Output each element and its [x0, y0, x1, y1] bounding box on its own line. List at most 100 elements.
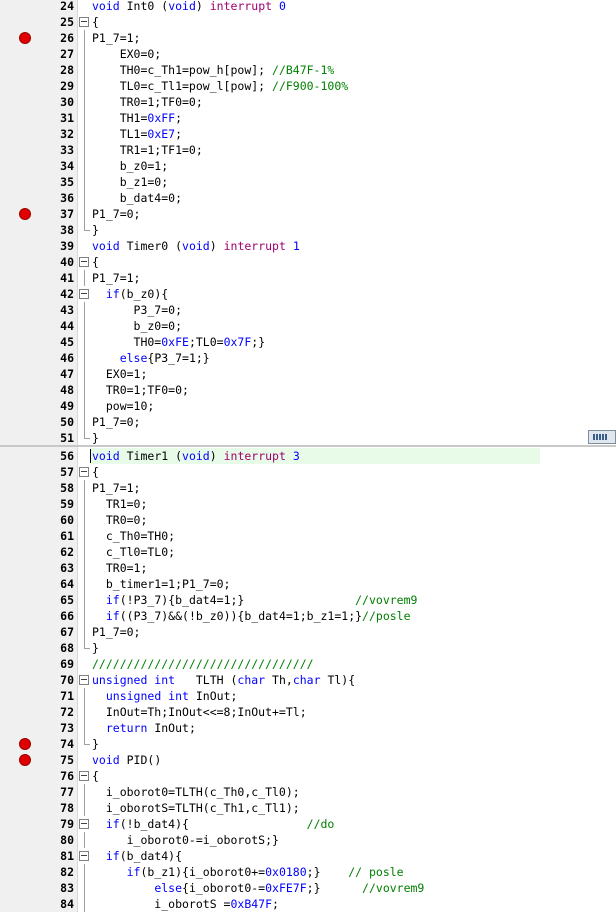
- code-line-84[interactable]: 84 i_oborotS =0xB47F;: [0, 896, 616, 912]
- code-line-45[interactable]: 45 TH0=0xFE;TL0=0x7F;}: [0, 334, 616, 350]
- fold-toggle-icon[interactable]: [79, 17, 89, 27]
- code-line-44[interactable]: 44 b_z0=0;: [0, 318, 616, 334]
- fold-toggle-icon[interactable]: [79, 851, 89, 861]
- code-text[interactable]: EX0=0;: [92, 46, 162, 62]
- editor-split-separator[interactable]: [0, 445, 616, 447]
- code-text[interactable]: TL0=c_Tl1=pow_l[pow]; //F900-100%: [92, 78, 349, 94]
- code-line-76[interactable]: 76{: [0, 768, 616, 784]
- breakpoint-icon[interactable]: [19, 738, 31, 750]
- code-line-66[interactable]: 66 if((P3_7)&&(!b_z0)){b_dat4=1;b_z1=1;}…: [0, 608, 616, 624]
- code-line-80[interactable]: 80 i_oborot0-=i_oborotS;}: [0, 832, 616, 848]
- code-line-27[interactable]: 27 EX0=0;: [0, 46, 616, 62]
- breakpoint-icon[interactable]: [19, 754, 31, 766]
- editor-gutter[interactable]: [0, 0, 78, 912]
- code-text[interactable]: TR0=1;TF0=0;: [92, 94, 203, 110]
- code-text[interactable]: i_oborotS=TLTH(c_Th1,c_Tl1);: [92, 800, 300, 816]
- code-text[interactable]: unsigned int TLTH (char Th,char Tl){: [92, 672, 355, 688]
- code-text[interactable]: b_timer1=1;P1_7=0;: [92, 576, 231, 592]
- code-text[interactable]: b_dat4=0;: [92, 190, 182, 206]
- code-line-78[interactable]: 78 i_oborotS=TLTH(c_Th1,c_Tl1);: [0, 800, 616, 816]
- code-line-57[interactable]: 57{: [0, 464, 616, 480]
- code-line-49[interactable]: 49 pow=10;: [0, 398, 616, 414]
- code-line-40[interactable]: 40{: [0, 254, 616, 270]
- code-text[interactable]: EX0=1;: [92, 366, 148, 382]
- code-line-71[interactable]: 71 unsigned int InOut;: [0, 688, 616, 704]
- code-text[interactable]: }: [92, 430, 99, 446]
- code-line-51[interactable]: 51}: [0, 430, 616, 446]
- code-text[interactable]: P1_7=1;: [92, 270, 140, 286]
- code-line-47[interactable]: 47 EX0=1;: [0, 366, 616, 382]
- code-text[interactable]: TH0=0xFE;TL0=0x7F;}: [92, 334, 266, 350]
- code-text[interactable]: ////////////////////////////////: [92, 656, 314, 672]
- code-line-65[interactable]: 65 if(!P3_7){b_dat4=1;} //vovrem9: [0, 592, 616, 608]
- code-text[interactable]: if(b_z1){i_oborot0+=0x0180;} // posle: [92, 864, 404, 880]
- code-text[interactable]: i_oborot0=TLTH(c_Th0,c_Tl0);: [92, 784, 300, 800]
- code-text[interactable]: TH0=c_Th1=pow_h[pow]; //B47F-1%: [92, 62, 335, 78]
- code-line-30[interactable]: 30 TR0=1;TF0=0;: [0, 94, 616, 110]
- code-line-61[interactable]: 61 c_Th0=TH0;: [0, 528, 616, 544]
- code-text[interactable]: }: [92, 736, 99, 752]
- code-line-38[interactable]: 38}: [0, 222, 616, 238]
- code-text[interactable]: P1_7=0;: [92, 206, 140, 222]
- fold-toggle-icon[interactable]: [79, 819, 89, 829]
- code-line-73[interactable]: 73 return InOut;: [0, 720, 616, 736]
- code-text[interactable]: P1_7=1;: [92, 30, 140, 46]
- code-text[interactable]: if(b_z0){: [92, 286, 168, 302]
- code-text[interactable]: if((P3_7)&&(!b_z0)){b_dat4=1;b_z1=1;}//p…: [92, 608, 411, 624]
- code-text[interactable]: if(!P3_7){b_dat4=1;} //vovrem9: [92, 592, 418, 608]
- code-text[interactable]: b_z0=1;: [92, 158, 168, 174]
- code-text[interactable]: void Int0 (void) interrupt 0: [92, 0, 286, 14]
- fold-toggle-icon[interactable]: [79, 467, 89, 477]
- code-text[interactable]: if(b_dat4){: [92, 848, 182, 864]
- code-line-69[interactable]: 69////////////////////////////////: [0, 656, 616, 672]
- code-text[interactable]: P1_7=0;: [92, 414, 140, 430]
- code-line-81[interactable]: 81 if(b_dat4){: [0, 848, 616, 864]
- fold-toggle-icon[interactable]: [79, 771, 89, 781]
- code-line-28[interactable]: 28 TH0=c_Th1=pow_h[pow]; //B47F-1%: [0, 62, 616, 78]
- code-line-77[interactable]: 77 i_oborot0=TLTH(c_Th0,c_Tl0);: [0, 784, 616, 800]
- code-line-64[interactable]: 64 b_timer1=1;P1_7=0;: [0, 576, 616, 592]
- code-line-59[interactable]: 59 TR1=0;: [0, 496, 616, 512]
- code-line-36[interactable]: 36 b_dat4=0;: [0, 190, 616, 206]
- code-text[interactable]: InOut=Th;InOut<<=8;InOut+=Tl;: [92, 704, 307, 720]
- code-text[interactable]: pow=10;: [92, 398, 154, 414]
- code-line-60[interactable]: 60 TR0=0;: [0, 512, 616, 528]
- code-line-31[interactable]: 31 TH1=0xFF;: [0, 110, 616, 126]
- code-text[interactable]: TR0=1;: [92, 560, 148, 576]
- code-text[interactable]: void PID(): [92, 752, 161, 768]
- code-text[interactable]: c_Th0=TH0;: [92, 528, 175, 544]
- code-text[interactable]: }: [92, 222, 99, 238]
- code-text[interactable]: if(!b_dat4){ //do: [92, 816, 335, 832]
- keyboard-icon[interactable]: [588, 430, 616, 444]
- code-line-33[interactable]: 33 TR1=1;TF1=0;: [0, 142, 616, 158]
- code-line-29[interactable]: 29 TL0=c_Tl1=pow_l[pow]; //F900-100%: [0, 78, 616, 94]
- code-text[interactable]: {: [92, 14, 99, 30]
- code-line-79[interactable]: 79 if(!b_dat4){ //do: [0, 816, 616, 832]
- code-line-62[interactable]: 62 c_Tl0=TL0;: [0, 544, 616, 560]
- code-text[interactable]: return InOut;: [92, 720, 196, 736]
- code-line-34[interactable]: 34 b_z0=1;: [0, 158, 616, 174]
- code-line-72[interactable]: 72 InOut=Th;InOut<<=8;InOut+=Tl;: [0, 704, 616, 720]
- code-text[interactable]: TR1=0;: [92, 496, 148, 512]
- code-text[interactable]: unsigned int InOut;: [92, 688, 238, 704]
- fold-toggle-icon[interactable]: [79, 289, 89, 299]
- code-text[interactable]: void Timer1 (void) interrupt 3: [92, 448, 300, 464]
- code-line-48[interactable]: 48 TR0=1;TF0=0;: [0, 382, 616, 398]
- code-text[interactable]: b_z0=0;: [92, 318, 182, 334]
- code-text[interactable]: {: [92, 254, 99, 270]
- code-text[interactable]: {: [92, 768, 99, 784]
- code-text[interactable]: P1_7=1;: [92, 480, 140, 496]
- code-text[interactable]: c_Tl0=TL0;: [92, 544, 175, 560]
- breakpoint-icon[interactable]: [19, 208, 31, 220]
- fold-toggle-icon[interactable]: [79, 675, 89, 685]
- code-text[interactable]: i_oborot0-=i_oborotS;}: [92, 832, 279, 848]
- code-text[interactable]: TL1=0xE7;: [92, 126, 182, 142]
